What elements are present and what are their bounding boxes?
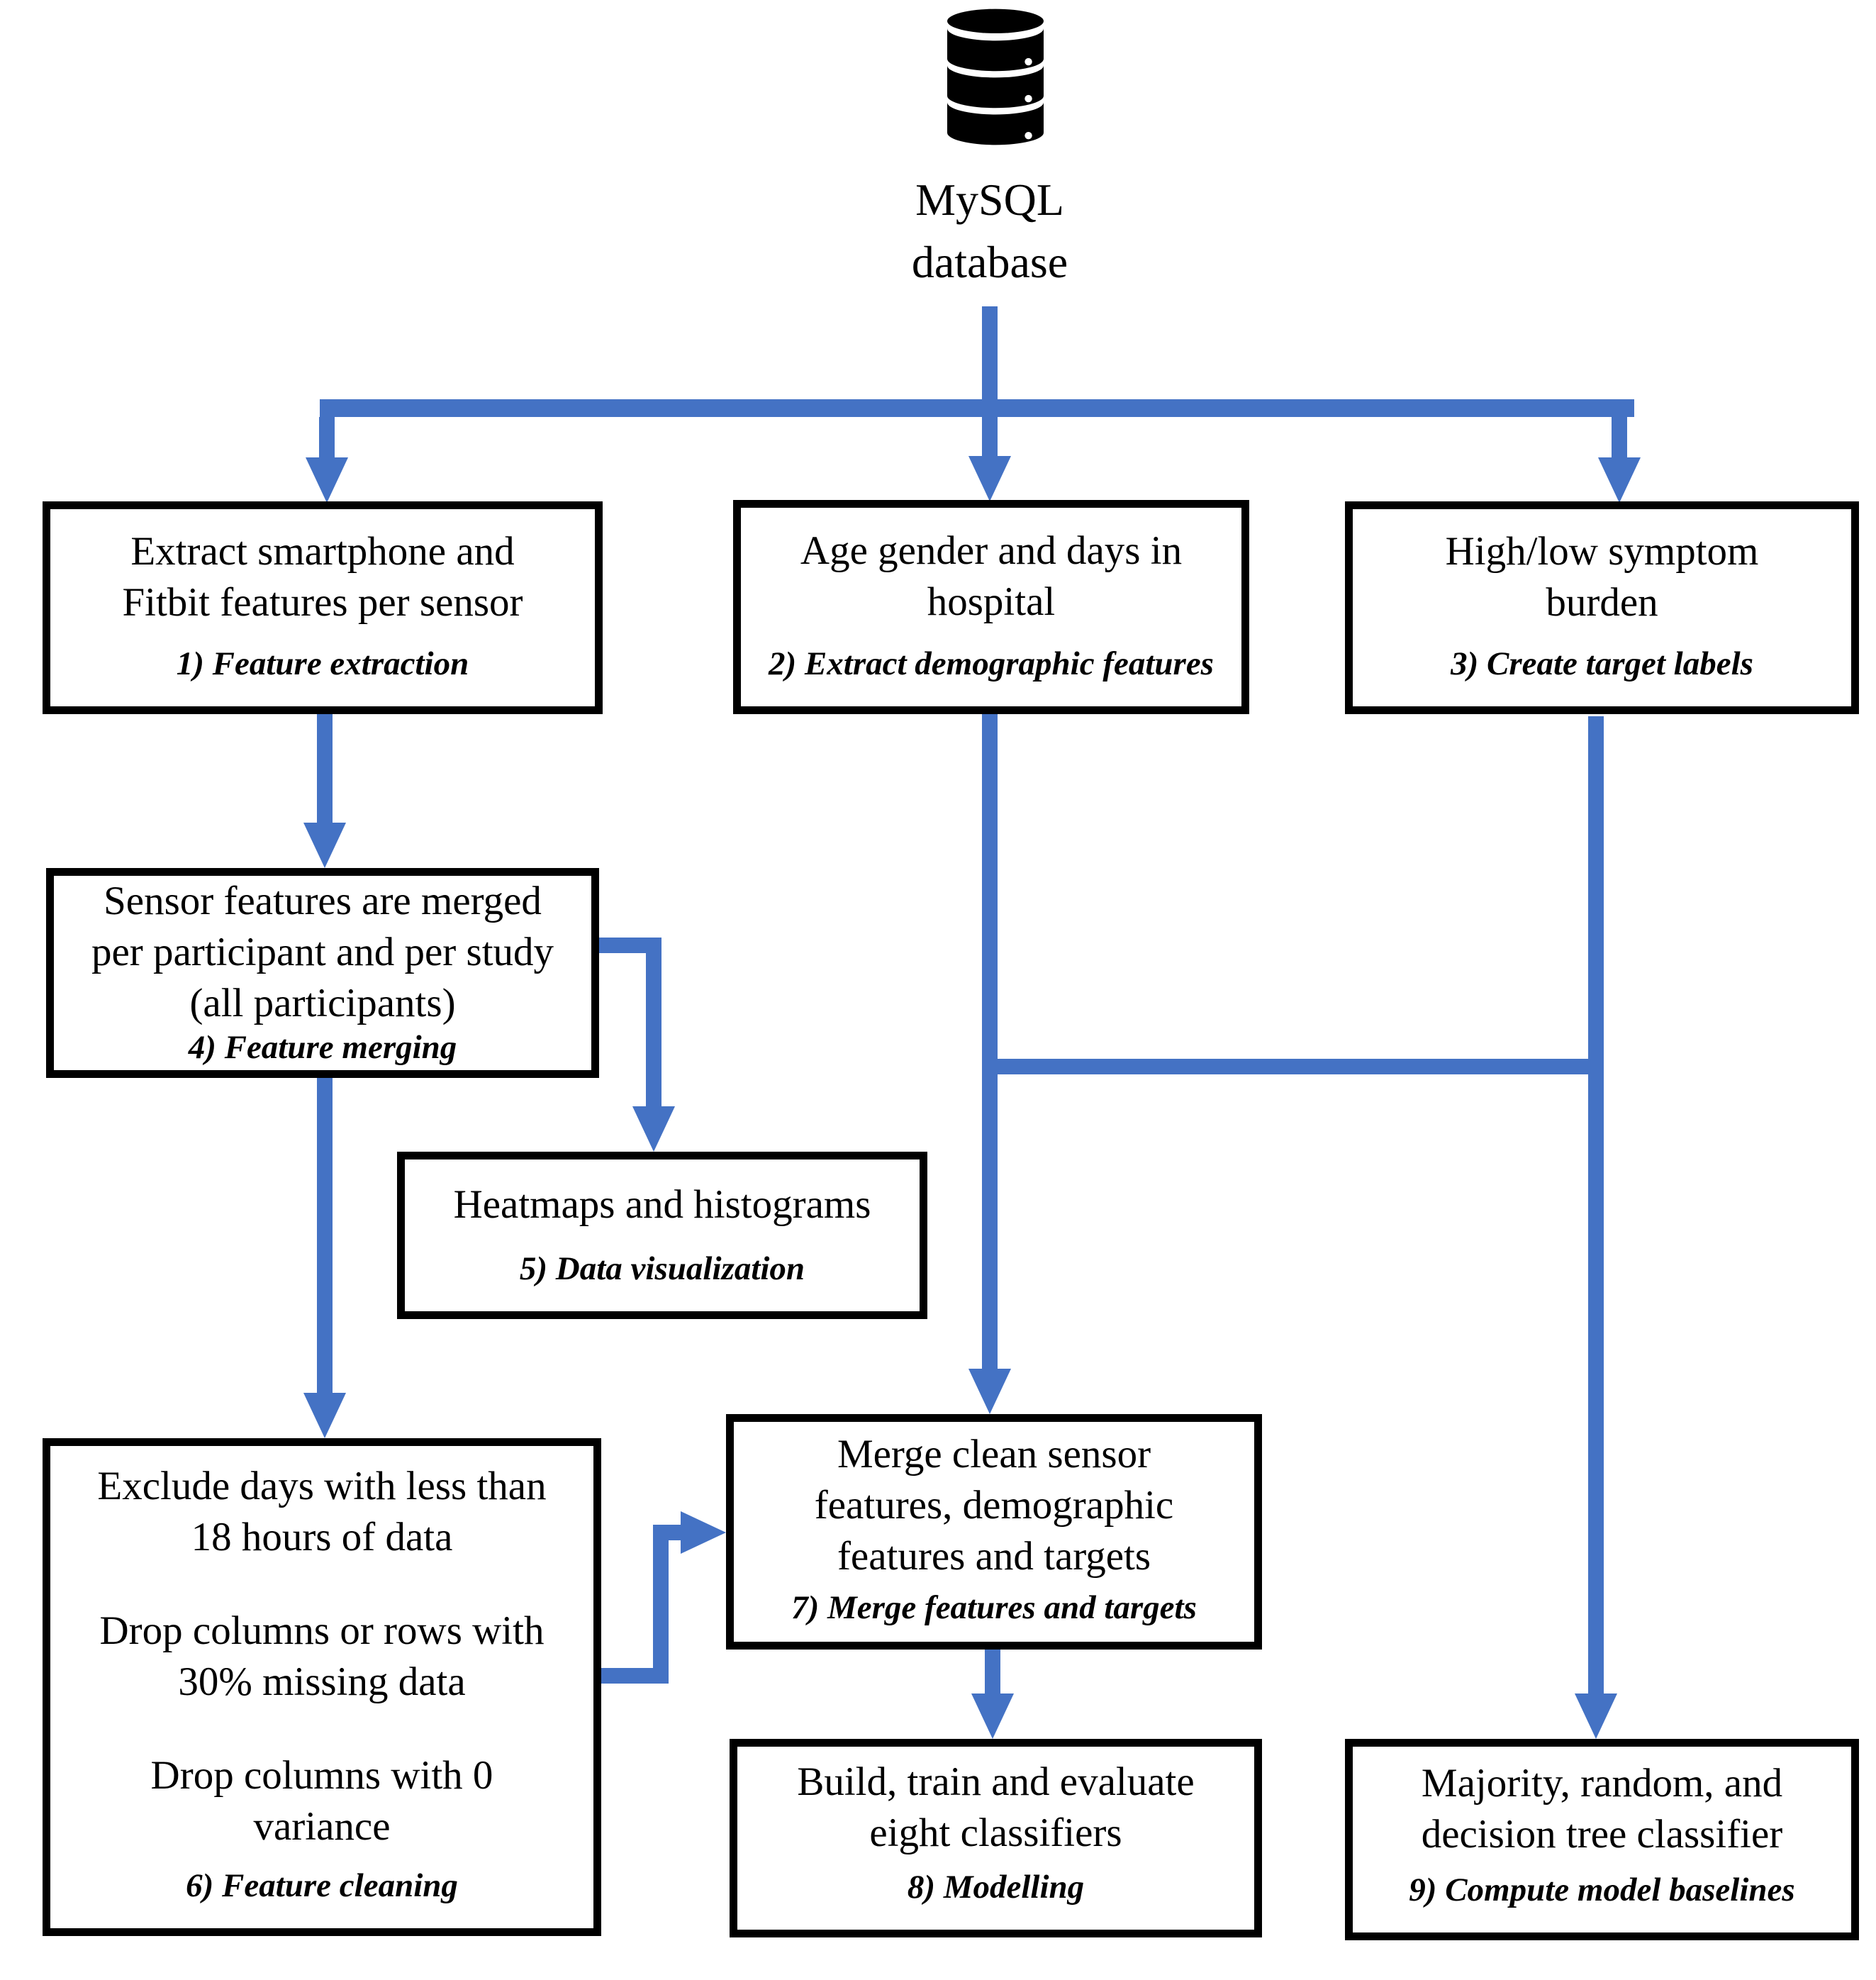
title-line: Majority, random, and: [1421, 1761, 1783, 1806]
node-title: Age gender and days in hospital: [741, 508, 1241, 645]
title-line: Merge clean sensor: [837, 1432, 1151, 1476]
database-caption-line: database: [911, 237, 1068, 287]
connector-merge-to-modelling: [985, 1650, 1000, 1696]
arrowhead-into-feature-merging: [303, 823, 346, 868]
node-demographic-features: Age gender and days in hospital 2) Extra…: [733, 500, 1249, 714]
title-paragraph: Drop columns with 0 variance: [151, 1750, 493, 1852]
node-step-label: 4) Feature merging: [188, 1029, 457, 1066]
database-caption-line: MySQL: [915, 174, 1064, 225]
node-step-label: 6) Feature cleaning: [186, 1867, 458, 1904]
database-icon: [947, 9, 1044, 145]
title-line: Exclude days with less than: [97, 1464, 547, 1508]
connector-extraction-to-merging: [317, 714, 333, 824]
title-paragraph: Drop columns or rows with 30% missing da…: [100, 1606, 545, 1708]
node-title: High/low symptom burden: [1353, 509, 1851, 645]
node-step-label: 2) Extract demographic features: [769, 645, 1214, 682]
arrowhead-into-target-labels: [1598, 457, 1641, 503]
node-title: Extract smartphone and Fitbit features p…: [50, 509, 595, 645]
title-line: Sensor features are merged: [104, 879, 542, 923]
title-line: Heatmaps and histograms: [453, 1182, 871, 1227]
arrowhead-into-model-baselines: [1575, 1693, 1617, 1739]
title-line: per participant and per study: [91, 930, 554, 974]
connector-merging-to-cleaning: [317, 1078, 333, 1394]
title-line: Drop columns with 0: [150, 1753, 493, 1798]
title-line: Drop columns or rows with: [99, 1608, 545, 1653]
title-paragraph: Exclude days with less than 18 hours of …: [97, 1461, 546, 1563]
node-data-visualization: Heatmaps and histograms 5) Data visualiz…: [397, 1152, 927, 1319]
branch-drop-center: [982, 417, 998, 460]
connector-demographics-to-merge: [982, 714, 998, 1370]
node-step-label: 5) Data visualization: [519, 1250, 805, 1287]
connector-cleaning-to-merge-riser: [653, 1525, 669, 1684]
connector-merging-to-visualization-vertical: [646, 938, 661, 1108]
arrowhead-into-merge-features-targets: [968, 1369, 1011, 1414]
node-title: Majority, random, and decision tree clas…: [1353, 1747, 1851, 1871]
title-line: Build, train and evaluate: [797, 1759, 1195, 1804]
node-merge-features-targets: Merge clean sensor features, demographic…: [726, 1414, 1262, 1650]
title-line: hospital: [927, 579, 1056, 624]
node-title: Merge clean sensor features, demographic…: [734, 1422, 1254, 1589]
node-modelling: Build, train and evaluate eight classifi…: [730, 1739, 1262, 1937]
title-line: variance: [253, 1804, 391, 1849]
title-line: Age gender and days in: [800, 528, 1183, 573]
node-step-label: 8) Modelling: [907, 1869, 1085, 1906]
title-line: Fitbit features per sensor: [122, 580, 523, 625]
connector-db-stem: [982, 306, 998, 402]
node-step-label: 3) Create target labels: [1451, 645, 1753, 682]
branch-bar: [320, 399, 1634, 417]
connector-cleaning-to-merge-upper-horizontal: [653, 1525, 685, 1540]
title-line: 18 hours of data: [191, 1515, 453, 1559]
title-line: 30% missing data: [178, 1659, 466, 1704]
title-line: decision tree classifier: [1421, 1812, 1783, 1857]
title-line: Extract smartphone and: [130, 529, 515, 574]
connector-targets-join-bar: [986, 1059, 1604, 1074]
node-title: Build, train and evaluate eight classifi…: [737, 1747, 1254, 1869]
node-step-label: 7) Merge features and targets: [791, 1589, 1197, 1626]
title-line: (all participants): [189, 981, 456, 1025]
branch-drop-right: [1612, 417, 1627, 460]
arrowhead-into-modelling: [971, 1693, 1014, 1739]
title-line: eight classifiers: [869, 1811, 1122, 1855]
connector-targets-to-baselines: [1588, 716, 1604, 1695]
arrowhead-into-data-visualization: [632, 1106, 675, 1152]
node-feature-merging: Sensor features are merged per participa…: [46, 868, 599, 1078]
title-line: burden: [1546, 580, 1658, 625]
connector-cleaning-to-merge-lower-horizontal: [601, 1668, 669, 1684]
node-feature-extraction: Extract smartphone and Fitbit features p…: [43, 501, 603, 714]
title-line: features, demographic: [814, 1483, 1174, 1528]
node-title: Exclude days with less than 18 hours of …: [50, 1446, 593, 1867]
node-target-labels: High/low symptom burden 3) Create target…: [1345, 501, 1859, 714]
node-feature-cleaning: Exclude days with less than 18 hours of …: [43, 1438, 601, 1936]
node-model-baselines: Majority, random, and decision tree clas…: [1345, 1739, 1859, 1940]
arrowhead-into-feature-extraction: [306, 457, 348, 503]
database-caption: MySQL database: [742, 169, 1238, 294]
node-title: Heatmaps and histograms: [405, 1159, 920, 1250]
title-line: features and targets: [837, 1534, 1151, 1579]
arrowhead-into-merge-left-side: [681, 1511, 726, 1554]
branch-drop-left: [319, 417, 335, 460]
node-step-label: 1) Feature extraction: [176, 645, 469, 682]
node-step-label: 9) Compute model baselines: [1409, 1871, 1795, 1908]
arrowhead-into-feature-cleaning: [303, 1393, 346, 1438]
node-title: Sensor features are merged per participa…: [54, 876, 591, 1029]
title-line: High/low symptom: [1445, 529, 1759, 574]
arrowhead-into-demographic-features: [968, 456, 1011, 501]
